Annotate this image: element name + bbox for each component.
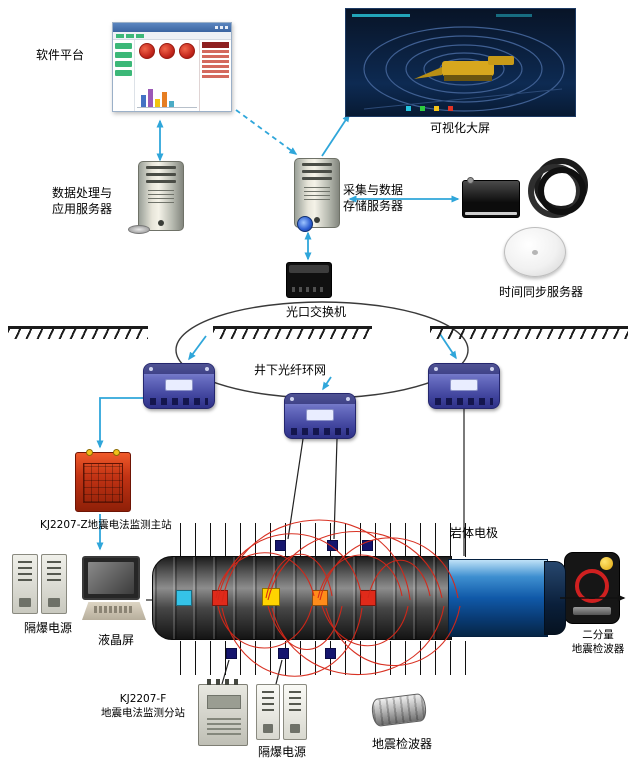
lcd-screen-face	[82, 556, 140, 600]
label-lcd-screen: 液晶屏	[98, 633, 135, 647]
main-station-device	[75, 449, 131, 512]
ring-substation-left	[143, 363, 215, 409]
two-component-geophone-device	[564, 552, 620, 624]
label-flameproof-power-left: 隔爆电源	[24, 621, 73, 635]
terminal-dot	[86, 449, 93, 456]
device-base-cap	[573, 607, 611, 615]
borehole-tunnel-body	[152, 556, 452, 640]
ground-surface-hatch	[8, 326, 148, 339]
surface-electrode-square	[278, 648, 289, 659]
ground-surface-hatch	[213, 326, 372, 339]
label-rock-electrode: 岩体电极	[450, 526, 499, 540]
electrode-red	[360, 590, 376, 606]
flameproof-power-bottom-device	[256, 684, 307, 740]
device-ports	[291, 428, 349, 435]
label-substation-f: KJ2207-F 地震电法监测分站	[101, 693, 185, 719]
substation-f-device	[198, 679, 248, 746]
surface-electrode-square	[226, 648, 237, 659]
label-two-component-geophone: 二分量 地震检波器	[571, 629, 625, 655]
electrode-red	[212, 590, 228, 606]
ring-substation-right	[428, 363, 500, 409]
device-vents	[207, 717, 241, 735]
optical-switch-icon	[286, 262, 332, 298]
terminal-dot	[113, 449, 120, 456]
app-server-icon	[128, 161, 184, 234]
surface-electrode-square	[325, 648, 336, 659]
gps-antenna-disc-icon	[504, 227, 566, 277]
ground-surface-hatch	[430, 326, 628, 339]
label-storage-server: 采集与数据 存储服务器	[343, 183, 404, 213]
electrode-orange	[312, 590, 328, 606]
big-screen-preview	[345, 8, 576, 117]
mini-bar-chart	[137, 84, 197, 108]
device-ports	[435, 398, 493, 405]
geophone-cylinder-device	[370, 692, 428, 728]
device-sticker	[450, 379, 478, 391]
lcd-keyboard-base	[82, 602, 146, 620]
device-ports	[150, 398, 208, 405]
device-top-band	[285, 394, 355, 404]
electrode-cyan	[176, 590, 192, 606]
legend-squares	[406, 106, 453, 111]
label-flameproof-power-bottom: 隔爆电源	[258, 745, 307, 759]
window-sidebar	[113, 40, 135, 111]
label-time-sync-server: 时间同步服务器	[498, 285, 583, 299]
surface-electrode-square	[275, 540, 286, 551]
window-titlebar	[113, 23, 231, 32]
device-sticker	[306, 409, 334, 421]
antenna-connector	[467, 177, 474, 184]
roadheader-machine	[414, 56, 514, 81]
surface-electrode-square	[362, 540, 373, 551]
device-sticker	[165, 379, 193, 391]
gauge-dots	[137, 43, 197, 59]
window-table-panel	[199, 40, 231, 111]
label-fiber-ring: 井下光纤环网	[254, 363, 327, 377]
terminal-grid-panel	[83, 463, 123, 503]
label-app-server: 数据处理与 应用服务器	[52, 186, 113, 216]
surface-electrode-square	[327, 540, 338, 551]
probe-end-cap	[544, 561, 566, 635]
window-toolbar	[113, 32, 231, 40]
electrode-rods-top	[180, 523, 472, 557]
ring-substation-middle	[284, 393, 356, 439]
flameproof-power-left-device	[12, 554, 67, 614]
device-top-band	[144, 364, 214, 374]
device-top-band	[429, 364, 499, 374]
label-main-station: KJ2207-Z地震电法监测主站	[40, 519, 172, 531]
label-big-screen: 可视化大屏	[429, 121, 490, 135]
label-software-platform: 软件平台	[36, 48, 85, 62]
label-geophone: 地震检波器	[372, 737, 433, 751]
time-sync-receiver-icon	[462, 177, 520, 218]
blue-probe-cylinder	[448, 559, 548, 637]
device-panel	[207, 695, 241, 709]
lcd-monitor-device	[82, 556, 146, 626]
software-platform-screenshot	[112, 22, 232, 112]
label-optical-switch: 光口交换机	[285, 305, 346, 319]
blue-disc-icon	[297, 216, 313, 232]
tunnel-render	[352, 14, 565, 112]
window-main-area	[135, 40, 199, 111]
cd-disc-icon	[128, 225, 150, 234]
electrode-yellow	[262, 588, 280, 606]
storage-server-icon	[294, 158, 340, 232]
antenna-cable-coil-icon	[526, 158, 592, 222]
